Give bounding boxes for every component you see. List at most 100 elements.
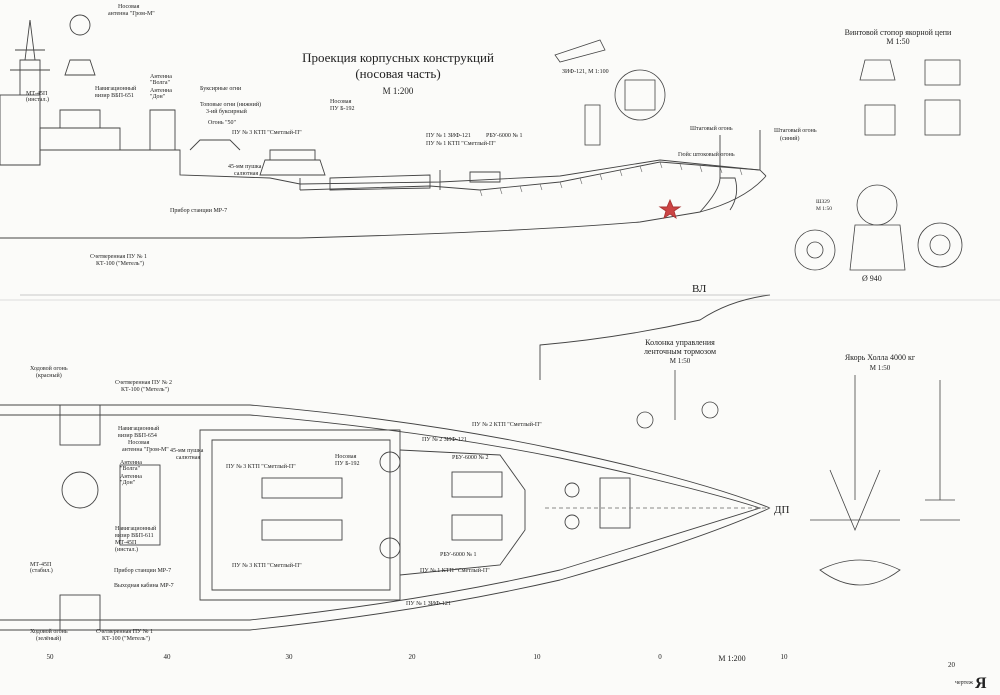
label-top-lights-1: Топовые огни (нижний) — [200, 101, 261, 108]
label-volga-1: Антенна — [150, 74, 172, 80]
launcher-b192-top — [269, 149, 316, 161]
side-view — [0, 14, 771, 380]
label-anchor-scale: М 1:50 — [870, 364, 891, 372]
label-diameter: Ø 940 — [862, 274, 882, 283]
label-screw-stopper: Винтовой стопор якорной цепи — [845, 28, 952, 37]
label-mr7-cable: Выходная кабина МР-7 — [114, 582, 174, 589]
label-bow-b192-p-2: ПУ Б-192 — [335, 461, 360, 467]
frame-10: 10 — [534, 653, 542, 661]
label-gun45p-1: 45-мм пушка — [170, 448, 204, 454]
label-bow-b192-2: ПУ Б-192 — [330, 106, 355, 112]
page-number: 20 — [948, 661, 956, 669]
flagstaffs — [719, 130, 761, 178]
zif-side-shape — [554, 39, 606, 63]
counter-pu1-plan — [59, 594, 101, 631]
label-navsight-p-2: визир ВБП-654 — [118, 433, 157, 439]
zif-plan-1 — [379, 537, 401, 559]
mast-base — [0, 94, 41, 166]
label-mr7-p: Прибор станции МР-7 — [114, 567, 171, 574]
label-navsight-p-1: Навигационный — [118, 425, 160, 432]
label-zif-scale: ЗИФ-121, М 1:100 — [562, 69, 609, 75]
zif-inset — [554, 39, 666, 146]
label-bow-b192-1: Носовая — [330, 99, 352, 105]
frame-20: 20 — [409, 653, 417, 661]
label-volga-p-1: Антенна — [120, 460, 142, 466]
ktp-plan-1 — [261, 477, 343, 499]
forecastle-deck — [199, 429, 401, 601]
cable-stopper — [599, 477, 631, 529]
bottom-scale: М 1:200 — [718, 654, 745, 663]
label-bow-b192-p-1: Носовая — [335, 454, 357, 460]
zif-plan-body — [624, 79, 656, 111]
label-counter-pu2-2: КТ-100 ("Метель") — [121, 386, 169, 393]
anchor-plan — [819, 559, 901, 586]
capstan-1 — [794, 229, 836, 271]
stopper-plan-2 — [924, 99, 961, 136]
volga-antenna-shape — [64, 59, 96, 76]
label-counter-pu1-p-2: КТ-100 ("Метель") — [102, 635, 150, 642]
label-rbu1-p: РБУ-6000 № 1 — [440, 552, 477, 558]
label-pu3-ktp: ПУ № 3 КТП "Сметлый-П" — [226, 463, 296, 470]
zif-plan-circle — [614, 69, 666, 121]
label-volga-2: "Волга" — [150, 80, 170, 86]
label-mt45-stab-1: МТ-45П — [30, 562, 52, 568]
label-mt45-2: (инстал.) — [26, 96, 49, 103]
label-bowgrom-2: антенна "Гром-М" — [122, 447, 169, 453]
column-wheel-1 — [636, 411, 654, 429]
label-rbu2: РБУ-6000 № 2 — [452, 455, 489, 461]
forecastle-inner — [211, 439, 391, 591]
label-bowgrom-1: Носовая — [128, 440, 150, 446]
label-mr7: Прибор станции МР-7 — [170, 207, 227, 214]
label-staff-light2-1: Штаговый огонь — [774, 127, 817, 134]
rbu-launcher — [469, 171, 501, 183]
ktp-plan-2 — [261, 519, 343, 541]
label-gun45-2: салютная — [234, 171, 258, 177]
anchor-front — [920, 380, 960, 521]
label-column-2: ленточным тормозом — [644, 347, 716, 356]
label-column-1: Колонка управления — [645, 338, 715, 347]
label-pu2-zif: ПУ № 2 ЗИФ-121 — [422, 437, 467, 443]
label-gun45p-2: салютная — [176, 455, 200, 461]
deck-posts — [299, 170, 441, 190]
label-counter-pu1-2: КТ-100 ("Метель") — [96, 260, 144, 267]
logo-small: чертеж — [955, 680, 974, 686]
label-navsight-1: Навигационный — [95, 85, 137, 92]
title-scale: М 1:200 — [383, 86, 414, 96]
label-mt45-1: МТ-45П — [26, 91, 48, 97]
label-runlight-1: Ходовой огонь — [30, 365, 68, 372]
launcher-b192 — [259, 159, 326, 176]
windlass-2 — [564, 514, 580, 530]
windlass-1 — [564, 482, 580, 498]
label-navsight2-1: Навигационный — [115, 525, 157, 532]
counter-pu2-plan — [59, 404, 101, 446]
label-navsight2-2: визир ВБП-611 — [115, 533, 154, 539]
label-centerline: ДП — [774, 504, 790, 516]
capstan-side — [849, 224, 906, 271]
mast-yards — [10, 49, 50, 71]
mast — [19, 19, 41, 95]
frame-30: 30 — [286, 653, 294, 661]
label-gk-scale: М 1:50 — [816, 206, 832, 212]
label-pu2-ktp: ПУ № 2 КТП "Сметлый-П" — [472, 421, 542, 428]
label-counter-pu1-1: Счетверенная ПУ № 1 — [90, 254, 147, 260]
label-pu1-ktp-p: ПУ № 1 КТП "Сметлый-П" — [420, 567, 490, 574]
stopper-front — [924, 59, 961, 86]
forefoot-curve — [539, 294, 771, 380]
capstan-2-inner — [929, 234, 951, 256]
label-volga-p-2: "Волга" — [120, 466, 140, 472]
label-pu1-zif: ПУ № 1 ЗИФ-121 — [426, 133, 471, 139]
logo: Я — [975, 675, 987, 692]
frame-0: 0 — [658, 653, 662, 661]
hull-keel-line — [0, 175, 767, 239]
label-top-lights-2: 3-ий буксирный — [206, 108, 248, 115]
label-mt45-inst-2: (инстал.) — [115, 546, 138, 553]
label-don-2: "Дон" — [150, 94, 166, 100]
label-pu3-ktp2: ПУ № 3 КТП "Сметлый-П" — [232, 562, 302, 569]
plan-view — [0, 404, 771, 631]
mast-plan — [61, 471, 99, 509]
capstan-2 — [917, 222, 963, 268]
title-line1: Проекция корпусных конструкций — [302, 50, 494, 65]
bridge-deck — [39, 127, 121, 150]
bow-stem — [699, 177, 738, 213]
